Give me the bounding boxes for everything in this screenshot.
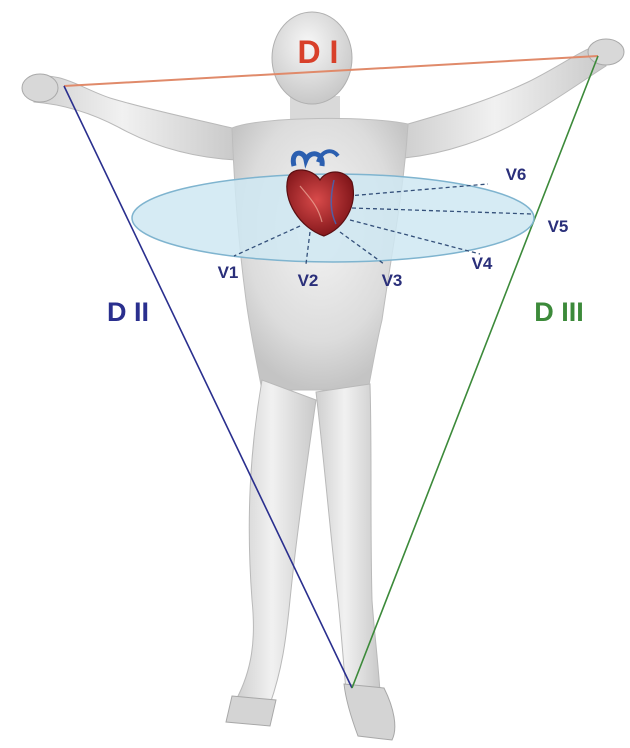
right-arm — [30, 76, 236, 160]
lead-ii-label: D II — [107, 297, 149, 327]
right-foot — [226, 696, 276, 726]
right-hand — [22, 74, 58, 102]
right-leg — [236, 380, 316, 704]
left-hand — [588, 39, 624, 65]
left-foot — [344, 684, 395, 740]
v5-label: V5 — [548, 217, 569, 236]
v2-label: V2 — [298, 271, 319, 290]
v1-label: V1 — [218, 263, 239, 282]
left-leg — [316, 384, 380, 692]
v4-label: V4 — [472, 254, 493, 273]
lead-iii-label: D III — [534, 297, 584, 327]
human-figure — [22, 12, 624, 740]
v6-label: V6 — [506, 165, 527, 184]
v3-label: V3 — [382, 271, 403, 290]
lead-i-label: D I — [298, 34, 339, 70]
